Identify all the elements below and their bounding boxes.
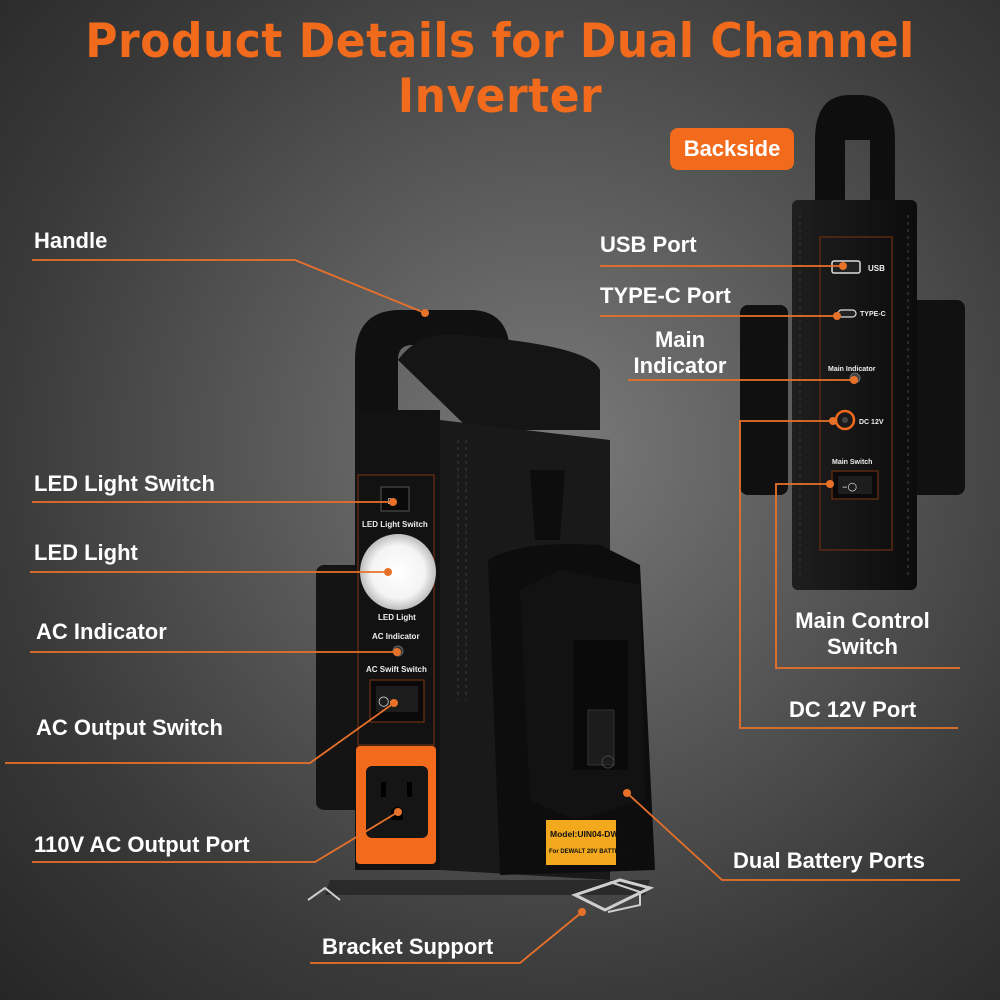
label-main-indicator-line2: Indicator <box>633 353 727 378</box>
label-ac-output-switch: AC Output Switch <box>36 715 223 740</box>
page-title: Product Details for Dual Channel Inverte… <box>85 13 915 125</box>
label-main-control-switch-line2: Switch <box>827 634 898 659</box>
model-label-line2: For DEWALT 20V BATTERY <box>549 849 627 855</box>
label-ac-output-port: 110V AC Output Port <box>34 832 250 857</box>
dc-12v-device-label: DC 12V <box>859 419 884 426</box>
led-light-switch-device-label: LED Light Switch <box>362 520 428 529</box>
label-ac-indicator: AC Indicator <box>36 619 167 644</box>
label-usb-port: USB Port <box>600 232 697 257</box>
label-type-c-port: TYPE-C Port <box>600 283 731 308</box>
label-main-control-switch-line1: Main Control <box>795 608 930 633</box>
leader-lines <box>5 259 960 964</box>
inverter-front-view: Model:UIN04-DW1 For DEWALT 20V BATTERY ▫… <box>307 310 655 913</box>
type-c-device-label: TYPE-C <box>860 311 886 318</box>
model-label <box>546 820 616 865</box>
svg-text:–○: –○ <box>842 480 857 493</box>
label-main-indicator: Main Indicator <box>620 327 740 379</box>
main-indicator-device-label: Main Indicator <box>828 366 876 373</box>
ac-outlet-icon <box>366 766 428 838</box>
backside-badge: Backside <box>670 128 794 170</box>
label-led-light: LED Light <box>34 540 138 565</box>
model-label-line1: Model:UIN04-DW1 <box>550 829 623 839</box>
label-handle: Handle <box>34 228 108 253</box>
ac-indicator-device-label: AC Indicator <box>372 632 420 641</box>
led-light-device-label: LED Light <box>378 613 416 622</box>
inverter-back-view: USB TYPE-C Main Indicator DC 12V Main Sw… <box>740 95 965 590</box>
label-main-control-switch: Main Control Switch <box>775 608 950 660</box>
label-led-light-switch: LED Light Switch <box>34 471 215 496</box>
label-bracket-support: Bracket Support <box>322 934 494 959</box>
label-main-indicator-line1: Main <box>654 327 706 352</box>
label-dual-battery-ports: Dual Battery Ports <box>733 848 925 873</box>
main-switch-device-label: Main Switch <box>832 459 872 466</box>
usb-device-label: USB <box>868 264 885 273</box>
led-light-icon <box>360 534 436 610</box>
label-dc-12v-port: DC 12V Port <box>789 697 917 722</box>
ac-switch-device-label: AC Swift Switch <box>366 665 427 674</box>
bracket-icon <box>571 878 655 912</box>
